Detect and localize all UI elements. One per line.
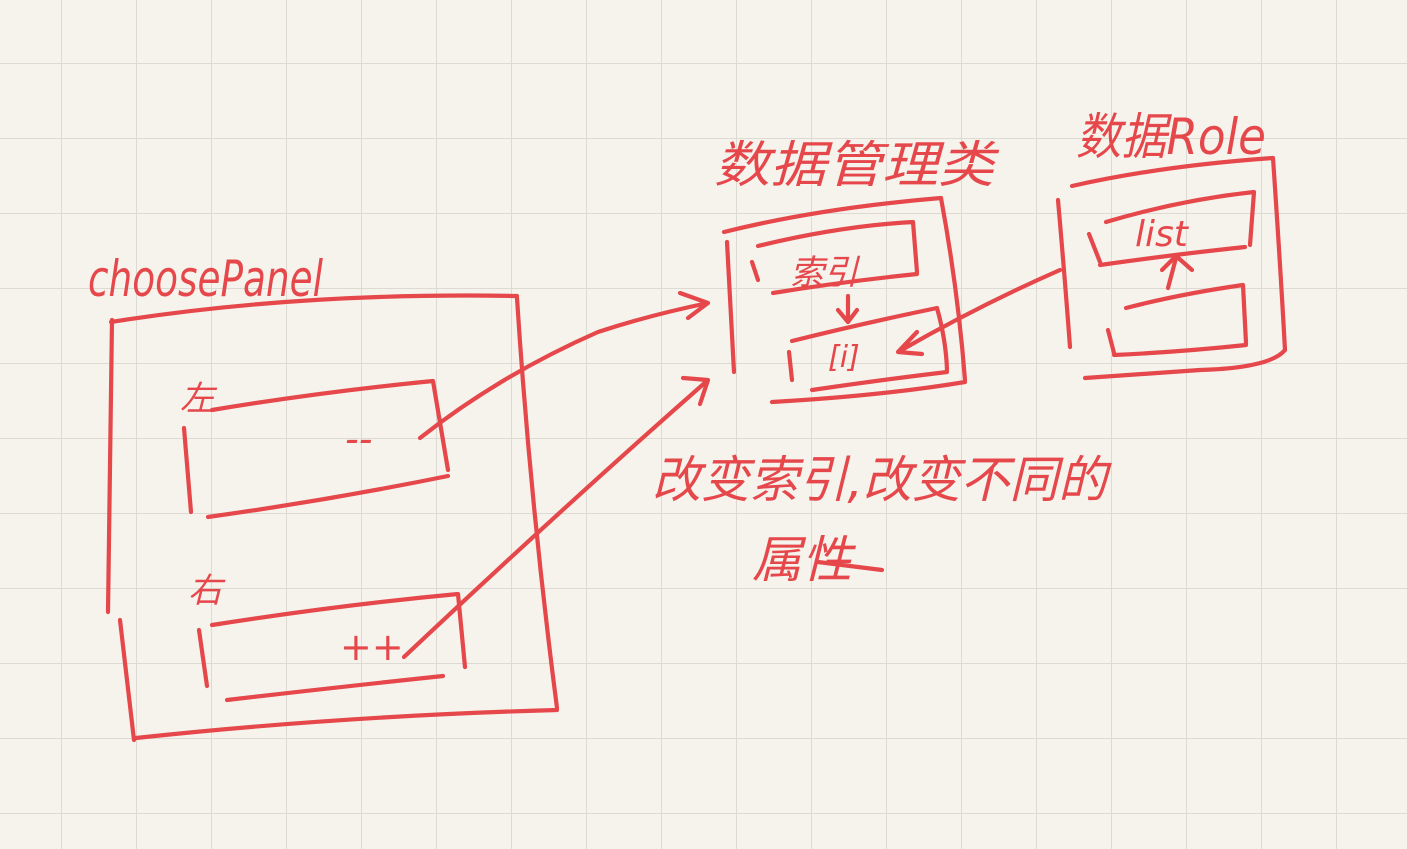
note-line-1: 改变索引,改变不同的 (652, 451, 1112, 509)
item-label: [i] (828, 340, 860, 375)
index-label: 索引 (790, 253, 861, 293)
data-role-title: 数据Role (1076, 108, 1266, 166)
left-label: 左 (180, 379, 218, 419)
list-box (1086, 189, 1257, 268)
right-op: ++ (340, 625, 404, 669)
choose-panel-title: choosePanel (88, 250, 323, 308)
left-slot-box (181, 378, 451, 520)
note-underline (815, 559, 885, 573)
item-box (786, 305, 950, 393)
role-to-list-arrow (1159, 253, 1195, 291)
role-value-box (1105, 282, 1249, 358)
note-line-2: 属性 (752, 531, 857, 589)
role-to-item-arrow (895, 267, 1063, 357)
data-role-box (1055, 155, 1288, 381)
left-op: -- (345, 417, 372, 461)
list-label: list (1135, 214, 1190, 255)
arrow-right-to-manager (401, 375, 711, 660)
arrow-left-to-manager (417, 290, 711, 441)
data-manager-box (721, 195, 968, 405)
right-slot-box (196, 591, 468, 703)
index-to-item-arrow (835, 293, 860, 325)
index-box (749, 219, 920, 296)
choose-panel-box (105, 293, 560, 743)
data-manager-title: 数据管理类 (714, 136, 1000, 194)
right-label: 右 (188, 571, 226, 611)
